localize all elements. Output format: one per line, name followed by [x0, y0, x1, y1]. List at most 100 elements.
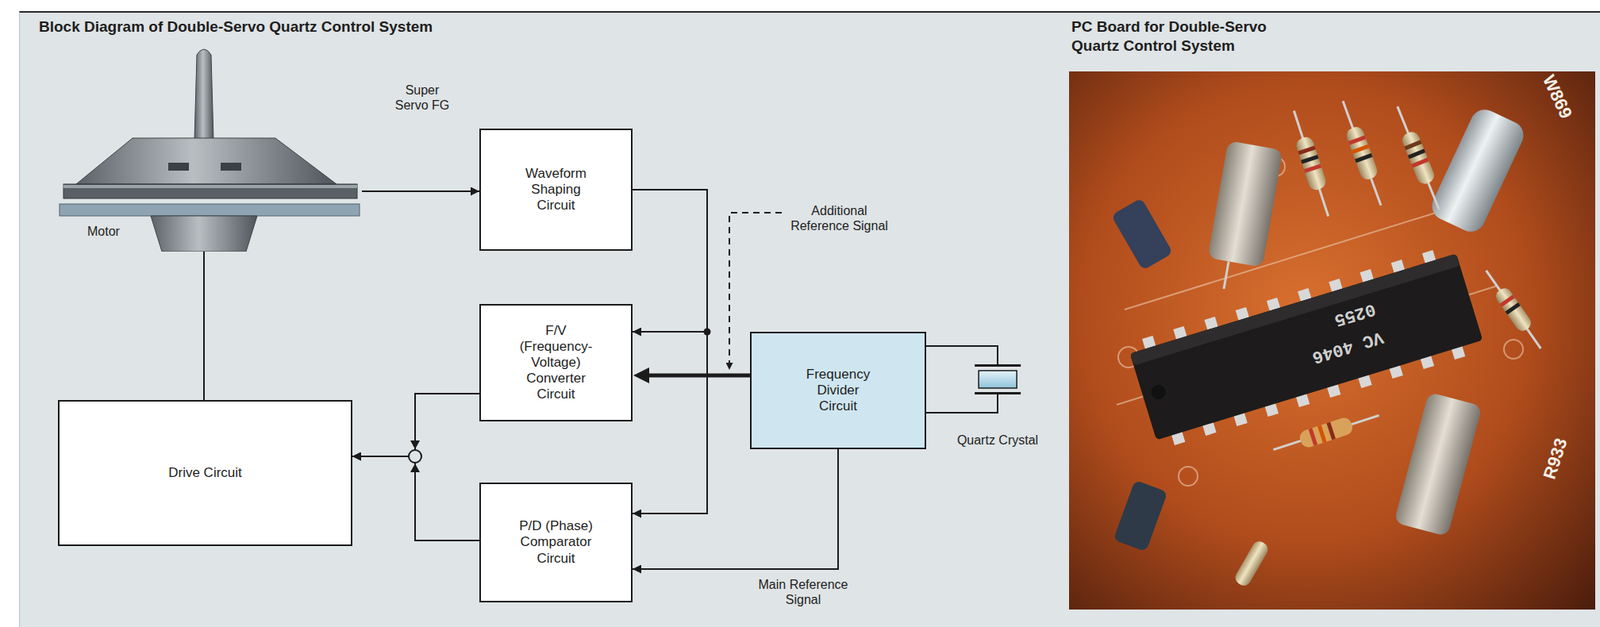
platter-edge [63, 184, 358, 189]
motor-illustration: Motor [57, 43, 362, 252]
drawing-part [1486, 270, 1542, 349]
rotor-disc [59, 203, 360, 216]
drawing-part [1130, 253, 1461, 366]
connector [203, 251, 205, 400]
drawing-part [1397, 106, 1439, 210]
crystal [1427, 104, 1529, 237]
process-box: P/D (Phase) Comparator Circuit [479, 482, 633, 603]
resistor [1334, 97, 1390, 208]
arrowhead [410, 463, 420, 473]
platter [63, 184, 358, 199]
drawing-part [1342, 100, 1381, 206]
drawing-part [1503, 339, 1524, 359]
capacitor [1113, 480, 1169, 552]
connector [632, 189, 708, 332]
drawing-part [1300, 154, 1319, 165]
drawing-part [1326, 422, 1336, 440]
drawing-part [1297, 415, 1354, 450]
diagram-title: Block Diagram of Double-Servo Quartz Con… [38, 17, 433, 37]
drawing-part [1500, 294, 1516, 308]
signal-label: Main Reference Signal [751, 576, 855, 608]
drawing-part [1207, 140, 1284, 268]
connector [639, 373, 750, 378]
drawing-part [1293, 110, 1328, 216]
board [1069, 71, 1596, 610]
label-holder: Additional Reference Signal [785, 203, 893, 234]
resistor [1389, 103, 1448, 213]
drawing-part [1427, 104, 1529, 237]
junction-dot [703, 328, 712, 336]
drawing-part [1493, 285, 1535, 335]
drawing-part [1354, 153, 1373, 163]
hub-detail [220, 162, 242, 171]
arrowhead [410, 440, 420, 450]
process-box: F/V (Frequency-Voltage) Converter Circui… [479, 303, 633, 422]
crystal-symbol: Quartz Crystal [953, 364, 1042, 450]
resistor [1232, 538, 1270, 589]
drawing-part [1411, 157, 1429, 169]
crystal-plate [974, 392, 1021, 395]
panel-heading: PC Board for Double-Servo Quartz Control… [1071, 17, 1310, 56]
drawing-part [1344, 124, 1380, 181]
process-box: Drive Circuit [57, 400, 353, 547]
crystal-body [978, 370, 1017, 389]
connector [361, 190, 480, 193]
summing-junction [408, 450, 422, 463]
capacitor [1393, 392, 1483, 537]
drawing-part [1297, 146, 1316, 156]
capacitor [1111, 197, 1174, 270]
node-label: Drive Circuit [168, 465, 243, 481]
connector [352, 456, 480, 541]
signal-label: Super Servo FG [391, 82, 454, 113]
turntable-hub [76, 138, 337, 185]
signal-label: Additional Reference Signal [785, 203, 893, 234]
spindle [194, 49, 214, 141]
process-box: Waveform Shaping Circuit [479, 128, 633, 251]
process-box: Frequency Divider Circuit [750, 331, 927, 450]
drawing-part [1273, 415, 1379, 450]
drawing-part [1505, 302, 1521, 316]
crystal-plate [974, 364, 1021, 367]
drawing-part [1303, 163, 1322, 174]
drawing-part [1294, 134, 1328, 192]
drawing-part [408, 212, 998, 473]
drawing-part [1317, 424, 1327, 443]
resistor [1479, 265, 1547, 354]
label-holder: Super Servo FG [391, 82, 454, 113]
connector [352, 393, 480, 457]
drawing-part [1403, 139, 1422, 150]
motor-body [150, 215, 258, 252]
drawing-part [1111, 197, 1174, 270]
drawing-part [1223, 261, 1229, 289]
drawing-part [1348, 134, 1366, 145]
resistor [1270, 407, 1382, 458]
label-holder: Main Reference Signal [751, 576, 855, 608]
drawing-part [1113, 480, 1169, 552]
node-label: Motor [87, 224, 393, 240]
drawing-part [1178, 466, 1198, 486]
connector [926, 346, 998, 365]
label-holder: PC Board for Double-Servo Quartz Control… [1071, 17, 1310, 56]
motor-drawing [57, 43, 362, 252]
drawing-part [1351, 144, 1370, 154]
drawing-part [1149, 383, 1167, 401]
crystal-wire [926, 393, 998, 413]
resistor [1285, 107, 1337, 220]
crystal-drawing [953, 364, 1042, 397]
node-label: Frequency Divider Circuit [798, 366, 878, 415]
drawing-part [1393, 392, 1483, 537]
node-label: Quartz Crystal [957, 433, 1039, 449]
connector [632, 449, 839, 570]
capacitor [1202, 140, 1283, 295]
node-label: Waveform Shaping Circuit [511, 165, 601, 214]
node-label: P/D (Phase) Comparator Circuit [511, 518, 601, 566]
drawing-part [1407, 148, 1426, 159]
hub-detail [168, 162, 189, 171]
title-holder: Block Diagram of Double-Servo Quartz Con… [38, 17, 433, 37]
drawing-part [1400, 129, 1437, 186]
node-label: F/V (Frequency-Voltage) Converter Circui… [511, 323, 601, 403]
connector [632, 189, 708, 514]
drawing-part [1308, 427, 1319, 446]
drawing-part [1232, 538, 1270, 589]
